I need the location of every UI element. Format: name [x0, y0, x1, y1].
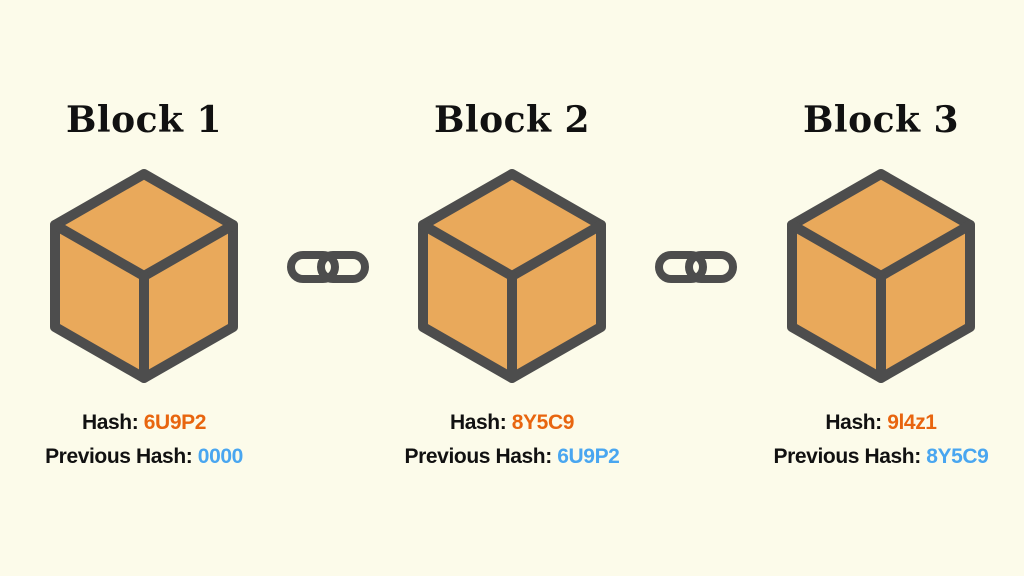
- block-title: Block 1: [65, 99, 223, 141]
- hash-value: 6U9P2: [143, 411, 207, 434]
- hash-label: Hash:: [825, 411, 882, 434]
- previous-hash-label: Previous Hash:: [404, 445, 553, 468]
- cube-icon: [787, 169, 975, 383]
- previous-hash-label: Previous Hash:: [773, 445, 922, 468]
- previous-hash-value: 6U9P2: [557, 445, 620, 468]
- block-1: Block 1 Hash: 6U9P2 Previous Hash: 0000: [0, 0, 294, 576]
- previous-hash-label: Previous Hash:: [45, 445, 193, 468]
- chain-link-icon: [655, 251, 737, 283]
- block-3: Block 3 Hash: 9l4z1 Previous Hash: 8Y5C9: [731, 0, 1024, 576]
- previous-hash-value: 0000: [197, 445, 244, 468]
- hash-line: Hash: 6U9P2: [0, 408, 294, 438]
- hash-value: 9l4z1: [887, 411, 937, 434]
- hash-value: 8Y5C9: [511, 411, 575, 434]
- previous-hash-line: Previous Hash: 0000: [0, 442, 294, 472]
- block-2: Block 2 Hash: 8Y5C9 Previous Hash: 6U9P2: [362, 0, 662, 576]
- block-title: Block 3: [802, 99, 960, 141]
- hash-line: Hash: 8Y5C9: [362, 408, 662, 438]
- hash-line: Hash: 9l4z1: [731, 408, 1024, 438]
- chain-link-icon: [287, 251, 369, 283]
- hash-label: Hash:: [449, 411, 507, 434]
- previous-hash-line: Previous Hash: 6U9P2: [362, 442, 662, 472]
- previous-hash-line: Previous Hash: 8Y5C9: [731, 442, 1024, 472]
- hash-label: Hash:: [81, 411, 139, 434]
- block-title: Block 2: [433, 99, 591, 141]
- cube-icon: [50, 169, 238, 383]
- previous-hash-value: 8Y5C9: [926, 445, 989, 468]
- cube-icon: [418, 169, 606, 383]
